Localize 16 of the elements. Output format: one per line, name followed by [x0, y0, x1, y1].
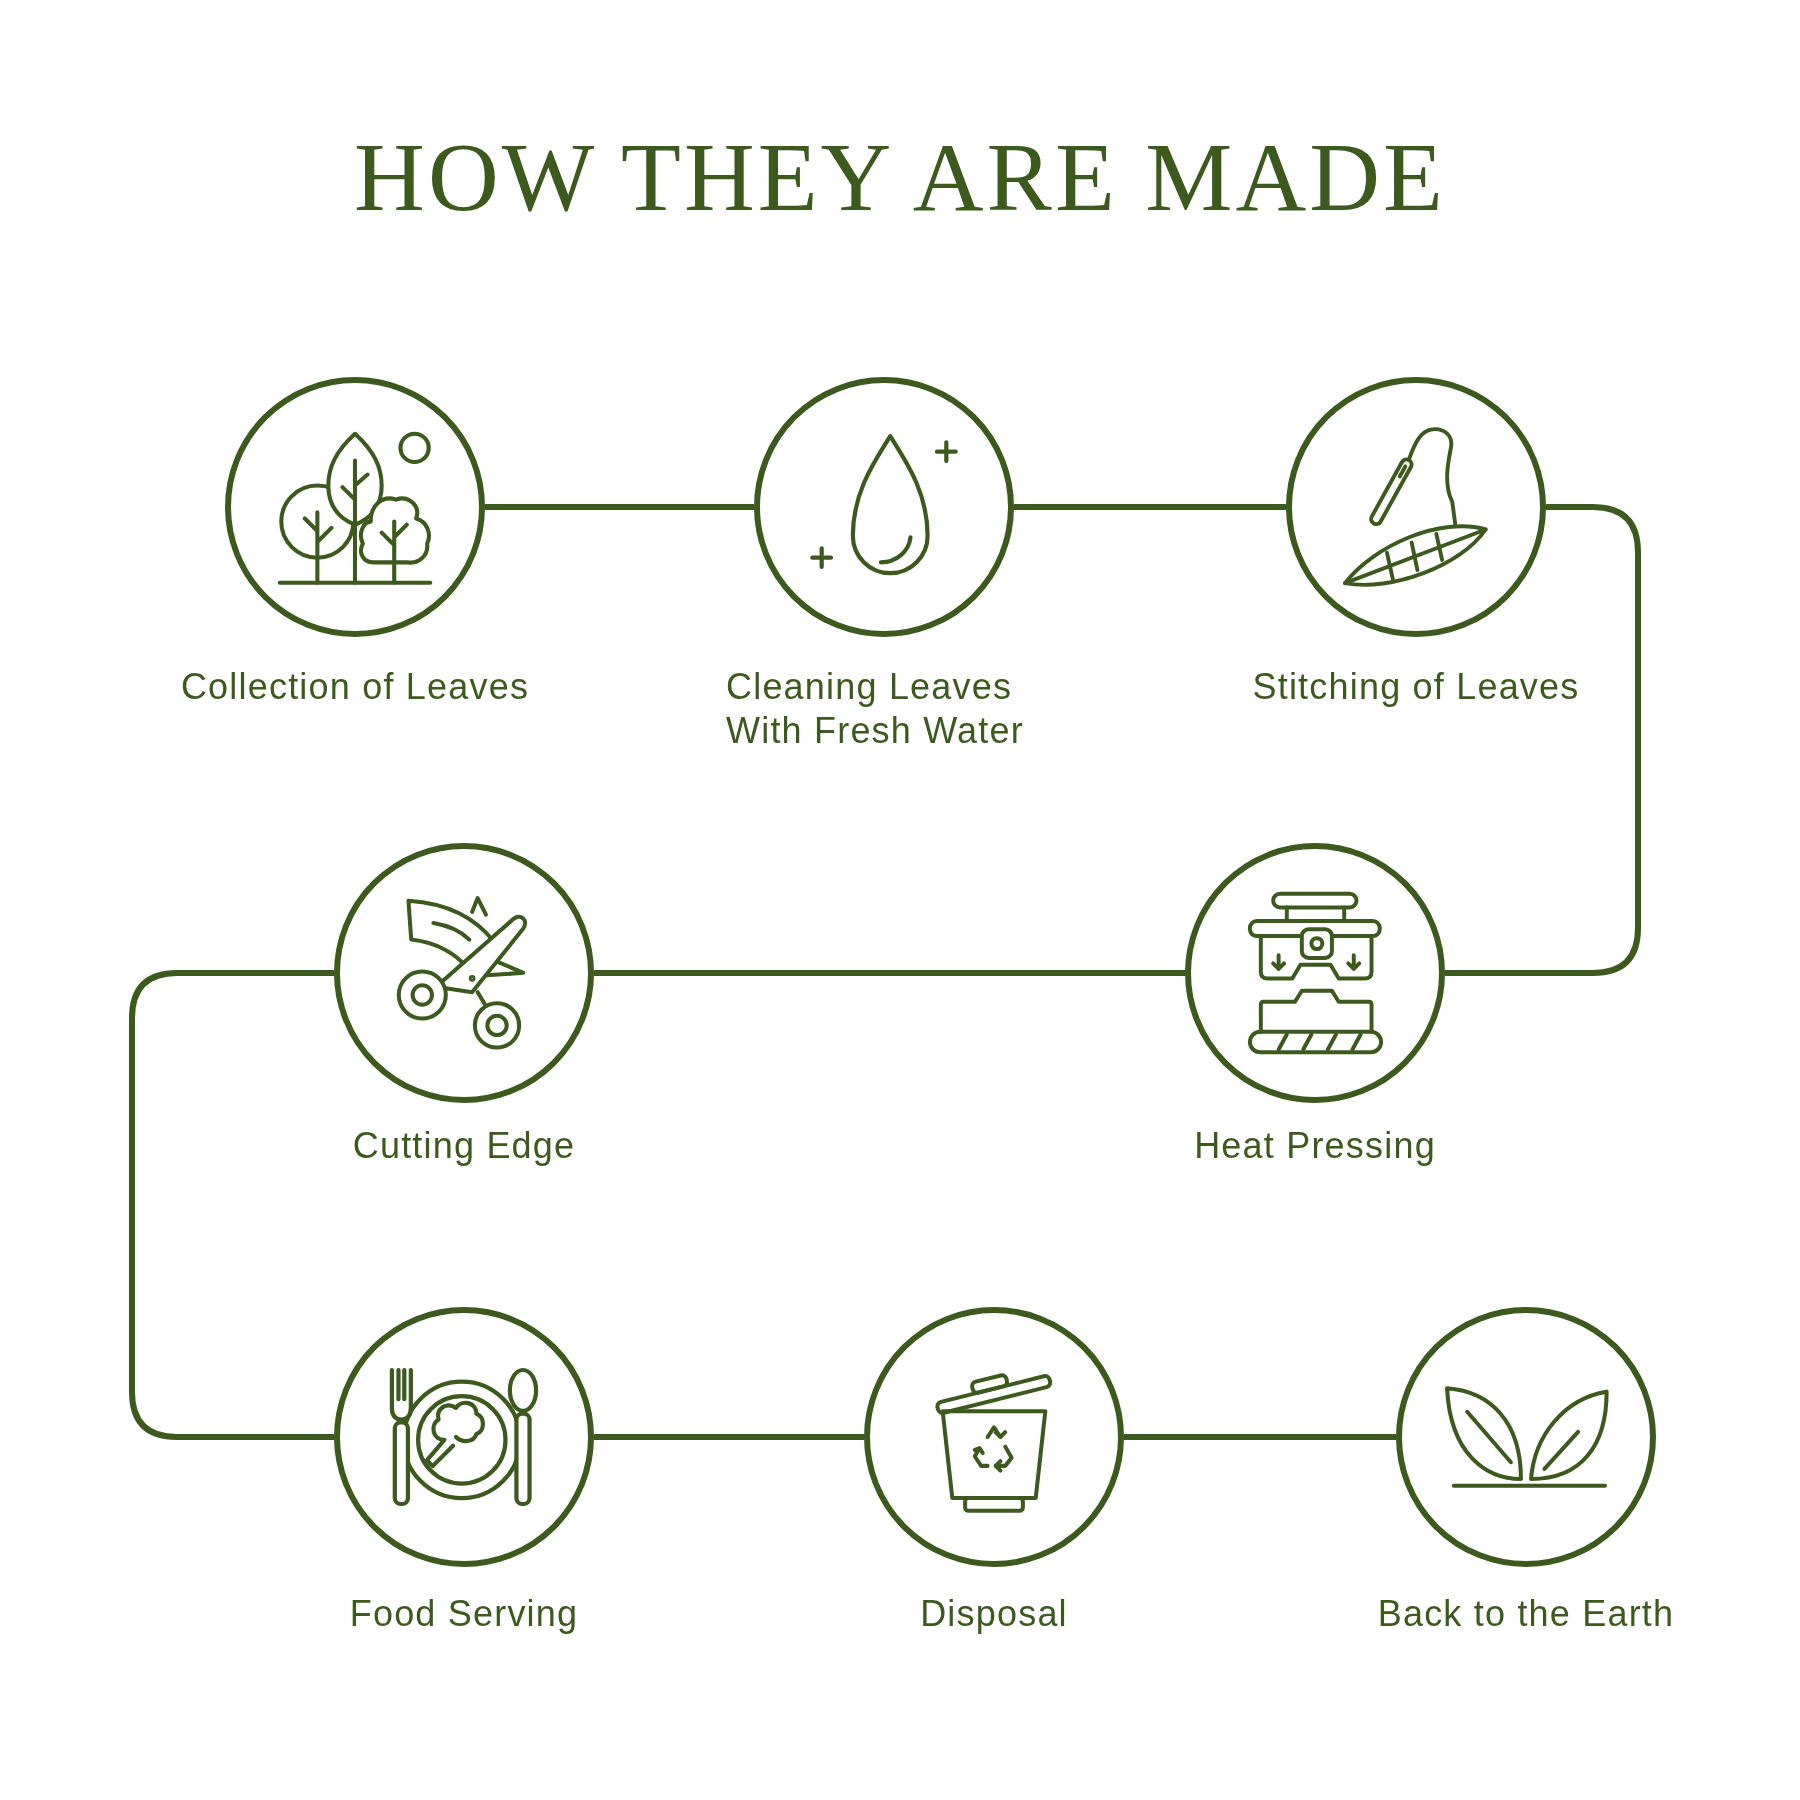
- connector-line: [1014, 504, 1286, 510]
- step-label: Disposal: [920, 1592, 1068, 1636]
- step-label: Cutting Edge: [352, 1124, 576, 1168]
- connector-line: [485, 504, 754, 510]
- connector-line: [594, 1434, 864, 1440]
- connector-line: [1445, 504, 1641, 976]
- title: HOW THEY ARE MADE: [354, 128, 1446, 226]
- step-label: Back to the Earth: [1377, 1592, 1675, 1636]
- connector-line: [1124, 1434, 1396, 1440]
- step-label: Collection of Leaves: [180, 665, 530, 709]
- step-label: Food Serving: [349, 1592, 579, 1636]
- step-label: Heat Pressing: [1194, 1124, 1436, 1168]
- connector-line: [129, 970, 334, 1440]
- step-label: Stitching of Leaves: [1252, 665, 1580, 709]
- connector-line: [594, 970, 1185, 976]
- step-label: Cleaning Leaves With Fresh Water: [726, 665, 1025, 753]
